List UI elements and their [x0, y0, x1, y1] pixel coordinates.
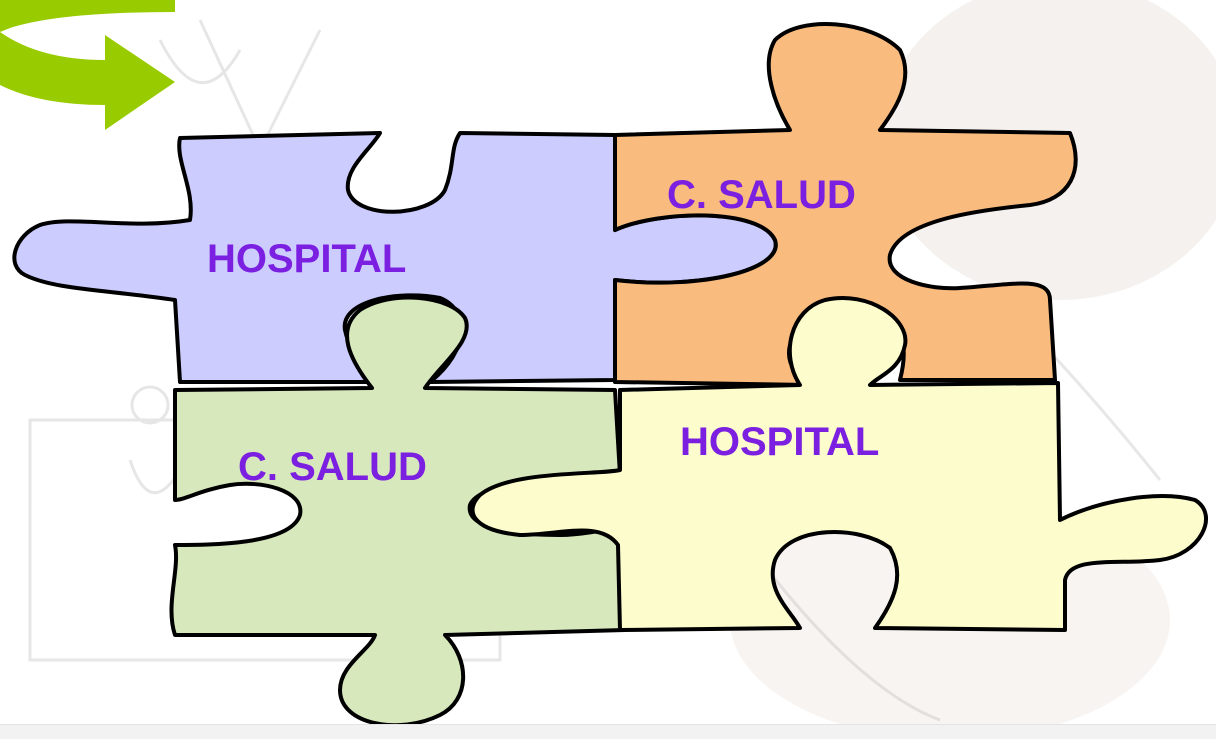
piece-label-hospital-bottom: HOSPITAL [680, 420, 879, 464]
piece-label-salud-top: C. SALUD [667, 173, 856, 217]
slide-bottom-border [0, 724, 1216, 739]
piece-label-salud-bottom: C. SALUD [238, 445, 427, 489]
puzzle-piece-hospital-bottom [470, 296, 1208, 632]
arrow-right-icon [0, 0, 175, 130]
piece-label-hospital-top: HOSPITAL [207, 237, 406, 281]
puzzle-piece-salud-bottom [169, 295, 627, 728]
puzzle-piece-salud-top [613, 22, 1078, 387]
